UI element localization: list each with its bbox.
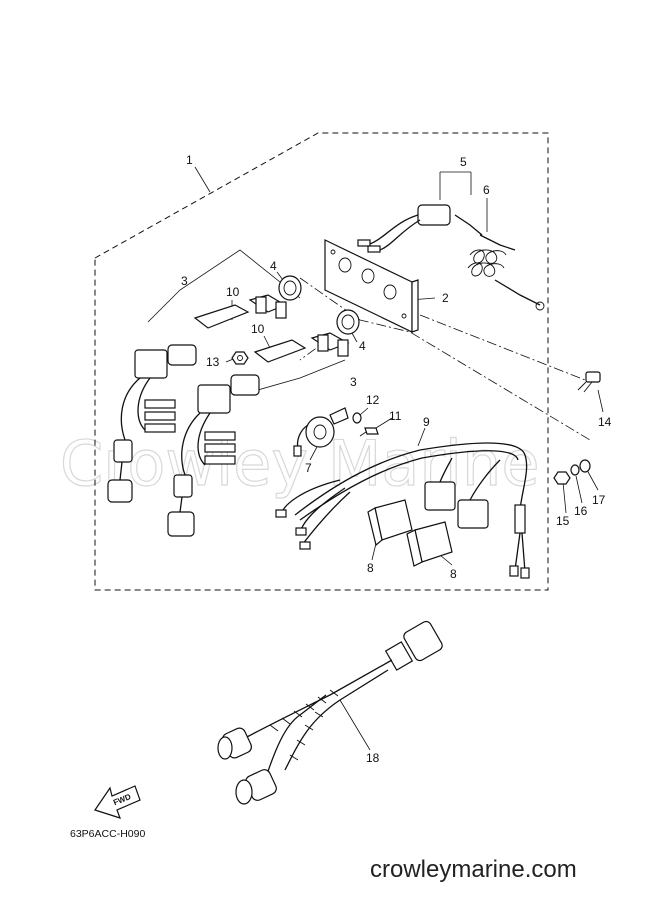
- callout-4a: 4: [270, 259, 277, 273]
- nut-15: [553, 471, 571, 485]
- switch-boot-upper: [278, 275, 302, 301]
- callout-13: 13: [206, 355, 220, 369]
- callout-17: 17: [592, 493, 606, 507]
- callout-15: 15: [556, 514, 570, 528]
- watermark-text: Crowley Marine: [60, 427, 539, 500]
- bolt-14: [577, 371, 601, 393]
- callout-labels: 1 2 3 3 4 4 5 6 7 8 8 9 10 10 11 12 13 1…: [181, 153, 612, 765]
- forward-arrow-icon: FWD: [94, 785, 141, 819]
- callout-1: 1: [186, 153, 193, 167]
- callout-8b: 8: [450, 567, 457, 581]
- relay-lower: [406, 521, 453, 567]
- nut-13: [231, 351, 249, 365]
- washer-16: [570, 464, 580, 476]
- callout-3a: 3: [181, 274, 188, 288]
- diagram-code: 63P6ACC-H090: [70, 828, 145, 840]
- buzzer: [293, 407, 349, 457]
- washer-12: [352, 412, 362, 424]
- main-switch-upper: [107, 344, 197, 503]
- callout-5: 5: [460, 155, 467, 169]
- wiring-harness: [275, 442, 530, 579]
- panel-plate: [324, 239, 419, 333]
- callout-9: 9: [423, 415, 430, 429]
- stop-switch: [357, 204, 451, 253]
- screw-11: [359, 427, 379, 437]
- callout-12: 12: [366, 393, 380, 407]
- callout-14: 14: [598, 415, 612, 429]
- assembly-boundary: [94, 132, 549, 591]
- callout-6: 6: [483, 183, 490, 197]
- callout-4b: 4: [359, 339, 366, 353]
- callout-7: 7: [305, 461, 312, 475]
- key-bracket-lower: [253, 332, 350, 363]
- callout-10a: 10: [226, 285, 240, 299]
- callout-2: 2: [442, 291, 449, 305]
- callout-8a: 8: [367, 561, 374, 575]
- callout-3b: 3: [350, 375, 357, 389]
- callout-11: 11: [389, 409, 402, 423]
- washer-17: [579, 459, 591, 473]
- key-bracket-upper: [193, 294, 287, 329]
- callout-18: 18: [366, 751, 380, 765]
- callout-16: 16: [574, 504, 588, 518]
- main-switch-lower: [167, 374, 260, 537]
- relay-upper: [367, 499, 413, 547]
- callout-10b: 10: [251, 322, 265, 336]
- lanyard-coil: [454, 214, 545, 311]
- sub-harness: [217, 620, 443, 805]
- site-name: crowleymarine.com: [370, 856, 577, 883]
- switch-boot-lower: [336, 309, 360, 335]
